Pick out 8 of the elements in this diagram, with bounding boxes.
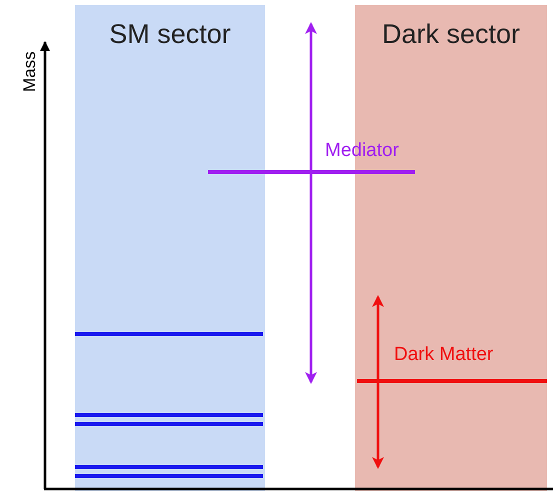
level-label: Mediator (325, 140, 399, 162)
mass-level-bar (208, 170, 415, 174)
sector-band (75, 5, 265, 491)
sector-title: SM sector (108, 19, 232, 50)
sector-title: Dark sector (380, 19, 522, 50)
mass-level-bar (357, 379, 547, 383)
level-label: Dark Matter (394, 344, 494, 366)
axis-label: Mass (20, 51, 40, 92)
